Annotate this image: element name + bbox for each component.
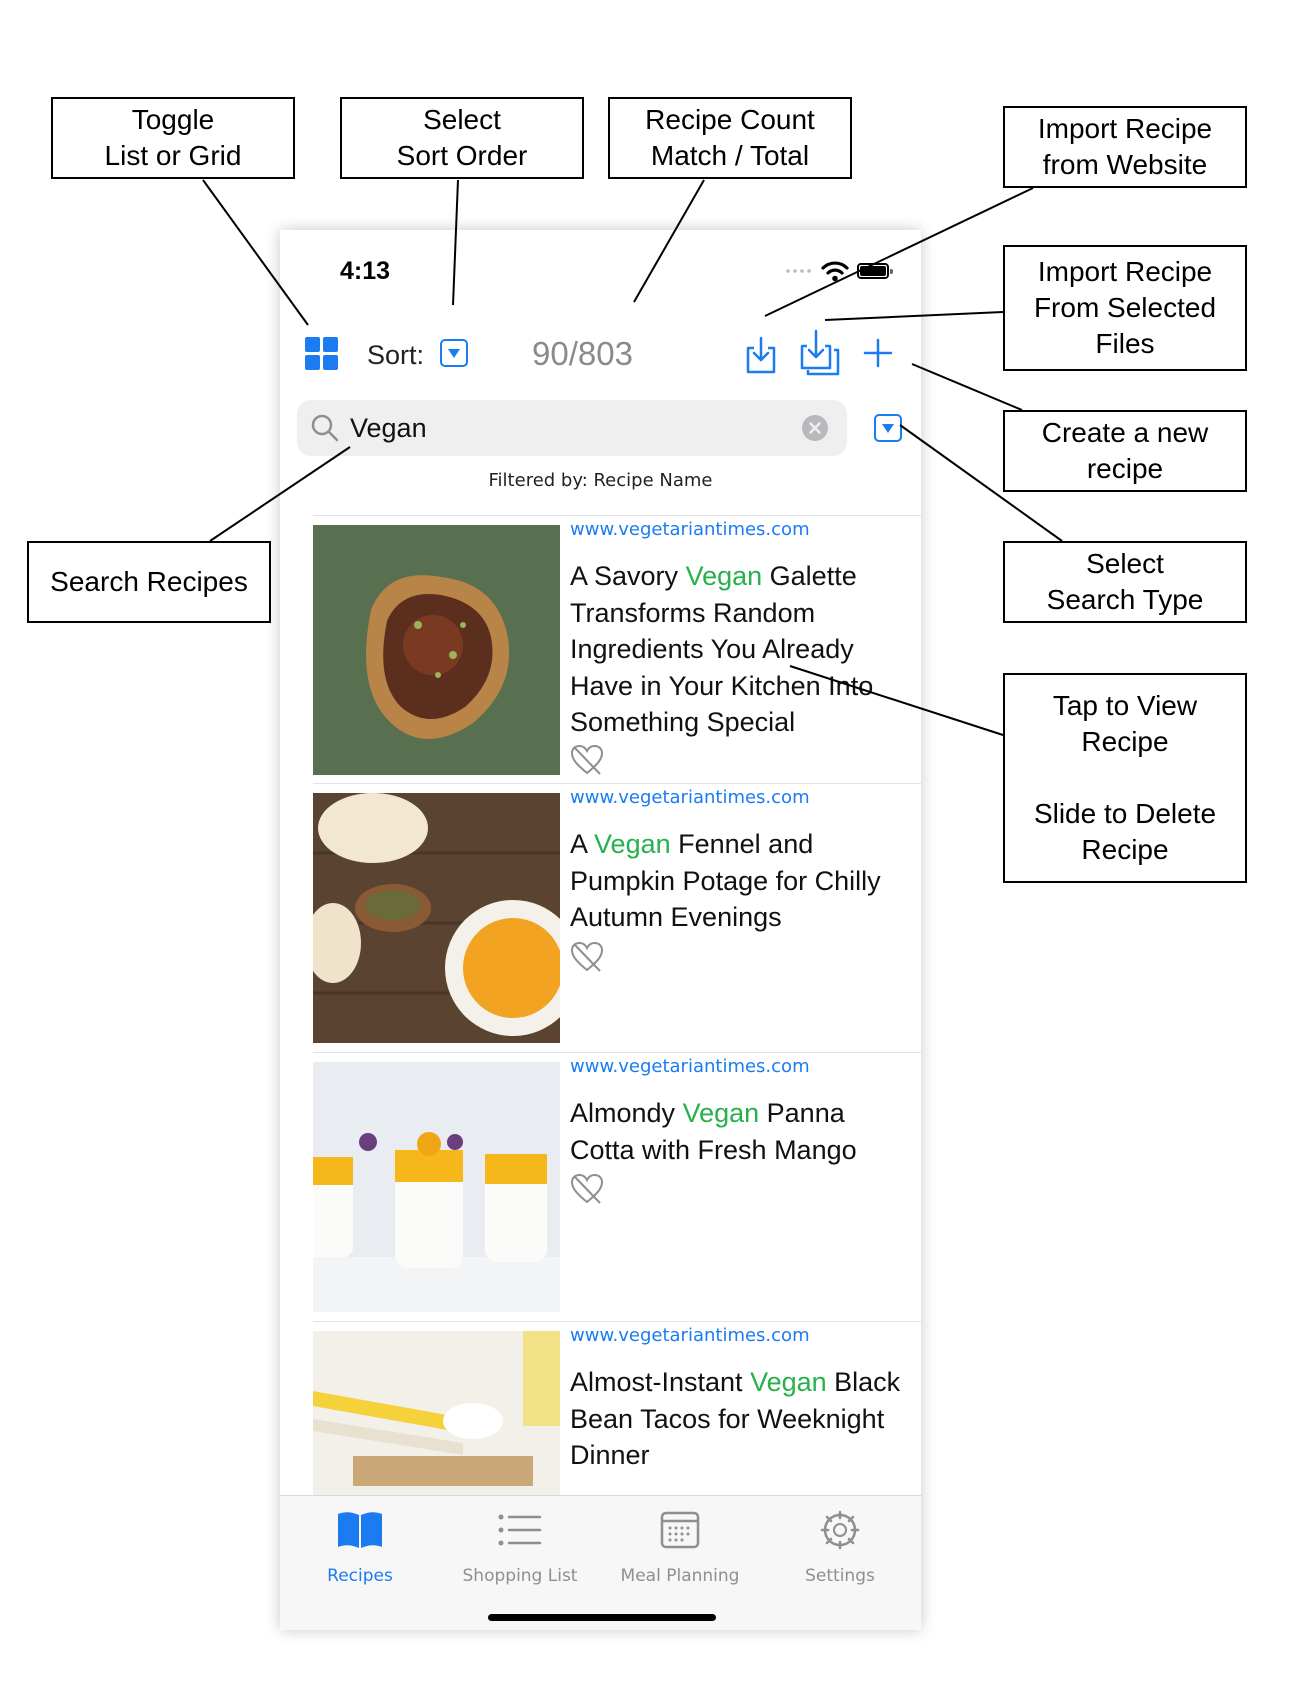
callout-recipe-count: Recipe Count Match / Total — [608, 97, 852, 179]
recipe-title: Almost-Instant Vegan Black Bean Tacos fo… — [570, 1367, 901, 1470]
recipe-site: www.vegetariantimes.com — [570, 519, 810, 540]
favorite-off-icon[interactable] — [570, 1173, 604, 1205]
recipe-row[interactable]: www.vegetariantimes.com Almondy Vegan Pa… — [313, 1052, 921, 1321]
callout-toggle-list-grid: Toggle List or Grid — [51, 97, 295, 179]
status-icons — [785, 260, 893, 282]
status-time: 4:13 — [340, 257, 391, 285]
recipe-title: Almondy Vegan Panna Cotta with Fresh Man… — [570, 1098, 857, 1165]
recipe-site: www.vegetariantimes.com — [570, 1056, 810, 1077]
tab-meal-planning[interactable]: Meal Planning — [600, 1496, 760, 1596]
tab-settings[interactable]: Settings — [760, 1496, 920, 1596]
recipe-thumbnail — [313, 1062, 560, 1312]
callout-tap-view-recipe: Tap to View Recipe Slide to Delete Recip… — [1003, 673, 1247, 883]
tab-recipes[interactable]: Recipes — [280, 1496, 440, 1596]
callout-import-website: Import Recipe from Website — [1003, 106, 1247, 188]
recipe-thumbnail — [313, 525, 560, 775]
book-icon — [338, 1512, 382, 1548]
recipe-row[interactable]: www.vegetariantimes.com A Vegan Fennel a… — [313, 783, 921, 1052]
recipe-title: A Savory Vegan Galette Transforms Random… — [570, 561, 874, 737]
tab-label: Meal Planning — [620, 1566, 740, 1586]
search-type-dropdown-button[interactable] — [874, 414, 902, 442]
add-recipe-icon[interactable] — [863, 338, 893, 368]
wifi-icon — [821, 261, 849, 282]
callout-search-type: Select Search Type — [1003, 541, 1247, 623]
phone-screen: 4:13 Sort: 90/803 — [280, 230, 921, 1630]
tab-bar: Recipes Shopping List Meal Planning — [280, 1495, 921, 1630]
recipe-site: www.vegetariantimes.com — [570, 1325, 810, 1346]
recipe-title: A Vegan Fennel and Pumpkin Potage for Ch… — [570, 829, 881, 932]
tab-label: Settings — [805, 1566, 875, 1586]
tab-label: Shopping List — [462, 1566, 578, 1586]
tab-shopping-list[interactable]: Shopping List — [440, 1496, 600, 1596]
callout-select-sort-order: Select Sort Order — [340, 97, 584, 179]
list-icon — [498, 1514, 542, 1546]
import-website-icon[interactable] — [743, 335, 779, 375]
recipe-thumbnail — [313, 793, 560, 1043]
callout-create-recipe: Create a new recipe — [1003, 410, 1247, 492]
sort-dropdown-button[interactable] — [440, 339, 468, 367]
grid-toggle-icon[interactable] — [305, 337, 338, 370]
import-files-icon[interactable] — [798, 328, 842, 376]
calendar-icon — [660, 1511, 700, 1549]
toolbar: Sort: 90/803 — [280, 325, 921, 381]
favorite-off-icon[interactable] — [570, 941, 604, 973]
clear-search-icon[interactable] — [802, 415, 828, 441]
callout-import-files: Import Recipe From Selected Files — [1003, 245, 1247, 371]
search-icon — [311, 414, 339, 442]
gear-icon — [820, 1510, 860, 1550]
tab-label: Recipes — [327, 1566, 393, 1586]
battery-icon — [857, 263, 893, 279]
home-indicator — [488, 1614, 716, 1621]
filter-label: Filtered by: Recipe Name — [488, 470, 713, 491]
callout-search-recipes: Search Recipes — [27, 541, 271, 623]
signal-icon — [786, 269, 811, 273]
sort-label: Sort: — [367, 340, 425, 370]
recipe-count: 90/803 — [532, 335, 633, 372]
recipe-row[interactable]: www.vegetariantimes.com A Savory Vegan G… — [313, 515, 921, 784]
search-bar — [297, 400, 847, 456]
favorite-off-icon[interactable] — [570, 744, 604, 776]
recipe-site: www.vegetariantimes.com — [570, 787, 810, 808]
search-input[interactable] — [350, 408, 770, 448]
